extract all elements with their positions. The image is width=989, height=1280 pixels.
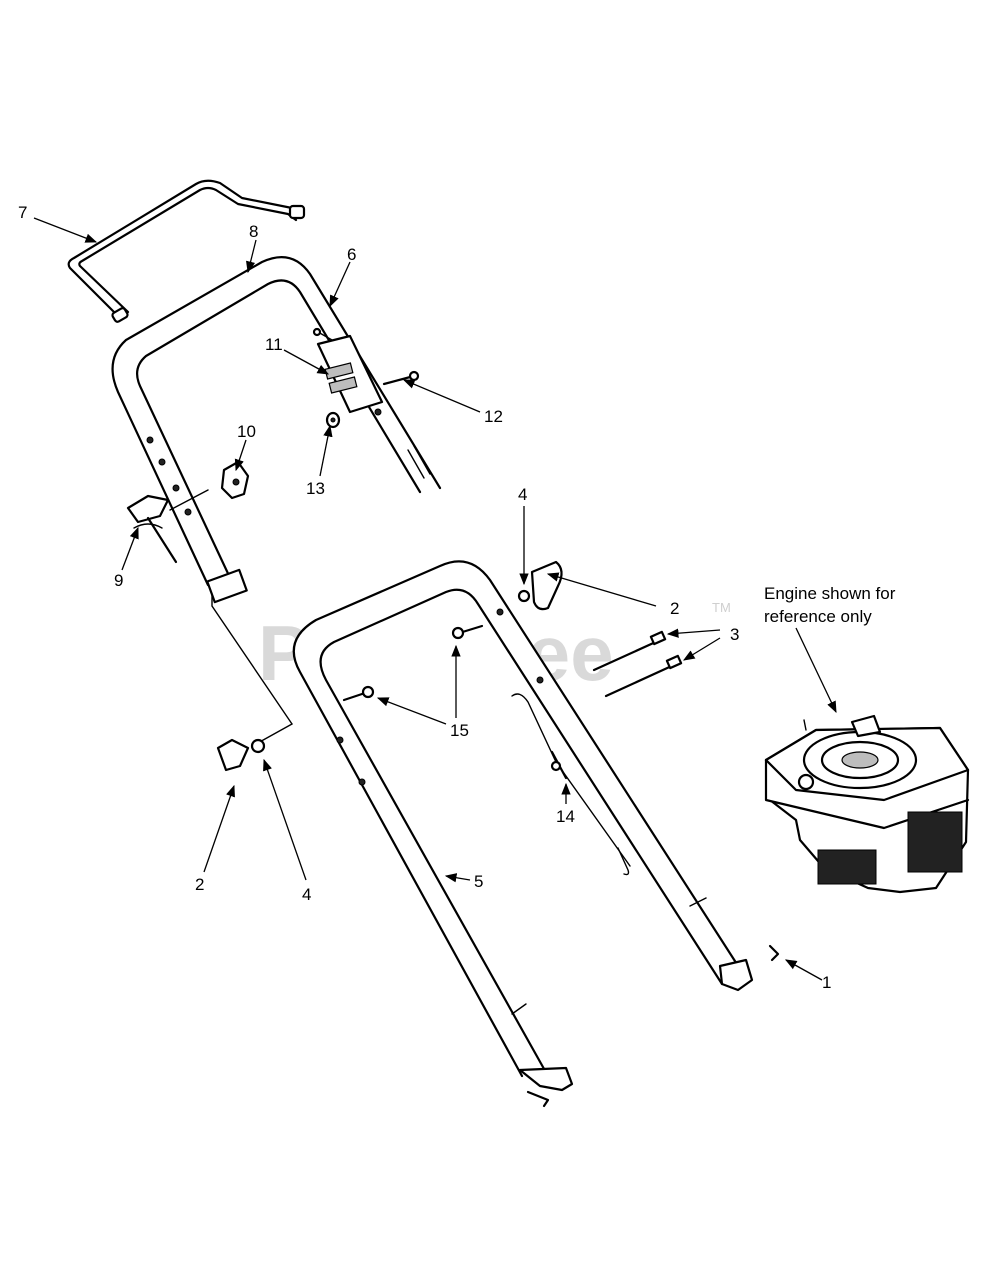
callout-4-left: 4 [302, 885, 311, 904]
part-3-bolts [592, 630, 683, 698]
callout-14: 14 [556, 807, 575, 826]
part-8-upper-handle [111, 256, 442, 604]
bottom-fastener [526, 1090, 550, 1108]
part-2-knob-left [216, 738, 266, 772]
part-7-control-bail [67, 179, 306, 323]
callout-12: 12 [484, 407, 503, 426]
callout-4-top: 4 [518, 485, 527, 504]
callout-15: 15 [450, 721, 469, 740]
part-5-lower-handle [292, 560, 754, 1092]
part-14-cable [511, 693, 631, 876]
part-9-rope-guide [126, 489, 209, 564]
callout-2-left: 2 [195, 875, 204, 894]
part-1-clip [768, 944, 780, 962]
callout-3: 3 [730, 625, 739, 644]
part-12-bolt [382, 370, 420, 386]
part-11-control-bracket [312, 327, 384, 414]
watermark-trademark: TM [712, 600, 731, 615]
callout-2-right: 2 [670, 599, 679, 618]
callout-8: 8 [249, 222, 258, 241]
part-15-bolts [342, 624, 484, 702]
callout-10: 10 [237, 422, 256, 441]
callout-1: 1 [822, 973, 831, 992]
callout-6: 6 [347, 245, 356, 264]
part-2-knob-right [517, 560, 563, 611]
engine-note-line2: reference only [764, 607, 872, 626]
engine-reference [764, 714, 970, 894]
part-13-nut [325, 411, 341, 429]
callout-5: 5 [474, 872, 483, 891]
callout-11: 11 [265, 335, 283, 354]
engine-note-line1: Engine shown for [764, 584, 896, 603]
callout-9: 9 [114, 571, 123, 590]
callout-13: 13 [306, 479, 325, 498]
callout-7: 7 [18, 203, 27, 222]
leader-lines [33, 217, 837, 981]
